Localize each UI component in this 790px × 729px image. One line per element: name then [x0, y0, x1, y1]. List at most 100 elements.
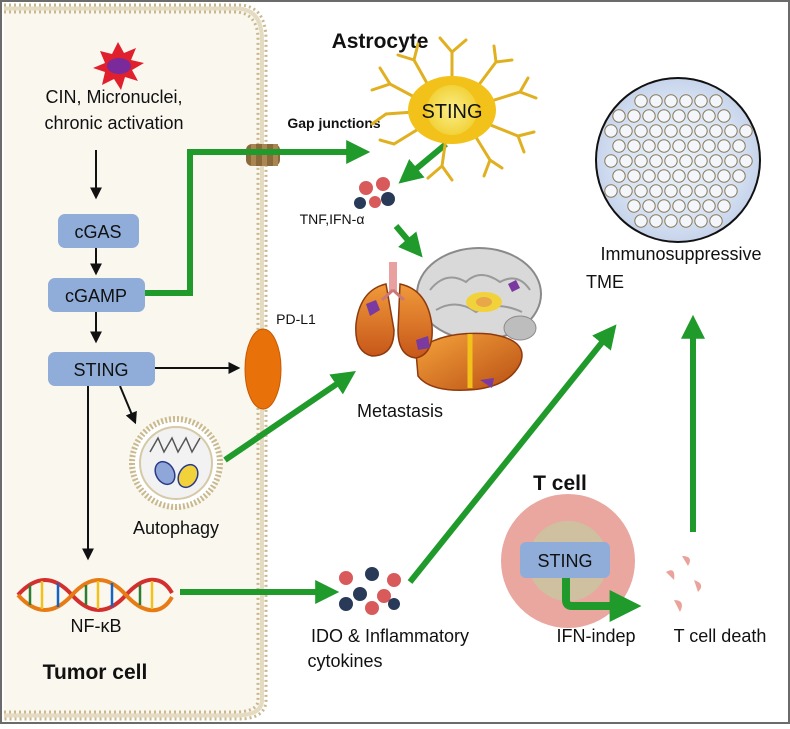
tme-cell [687, 109, 701, 123]
arrow-sting-to-autophagy [119, 385, 137, 425]
tme-cell [694, 214, 708, 228]
tme-cell [664, 94, 678, 108]
cytokine-cluster-ido [339, 567, 401, 615]
tme-cell [672, 169, 686, 183]
astrocyte-nucleus [427, 85, 477, 135]
tme-cell [702, 139, 716, 153]
tme-cell [634, 154, 648, 168]
tme-cell [664, 124, 678, 138]
tme-cell [694, 154, 708, 168]
tme-cell [642, 169, 656, 183]
tme-cell [634, 184, 648, 198]
tme-cell [694, 94, 708, 108]
astrocyte-cell-icon [370, 36, 538, 182]
tme-cell [702, 199, 716, 213]
tme-cell [619, 184, 633, 198]
sting-label: STING [73, 360, 128, 380]
tme-cell [709, 94, 723, 108]
tme-cell [717, 199, 731, 213]
tme-cell [627, 109, 641, 123]
tme-cell [709, 214, 723, 228]
tme-cell [634, 124, 648, 138]
tme-cell [649, 184, 663, 198]
tme-cell [679, 94, 693, 108]
tme-cell [724, 184, 738, 198]
tme-cell [634, 214, 648, 228]
sting-node: STING [48, 352, 155, 386]
tme-cell [709, 184, 723, 198]
tme-cell [724, 124, 738, 138]
tme-cell [642, 199, 656, 213]
metastasis-label: Metastasis [357, 401, 443, 421]
arrow-cytokines-to-metastasis [393, 224, 423, 258]
tme-cell [732, 169, 746, 183]
tme-cell [604, 154, 618, 168]
arrow-tcell-sting-to-death [562, 578, 642, 622]
tme-cell [679, 184, 693, 198]
tme-cell [627, 169, 641, 183]
cin-label-line1: CIN, Micronuclei, [45, 87, 182, 107]
arrow-cgamp-to-astrocyte [145, 140, 371, 296]
tme-cell [642, 109, 656, 123]
tme-cell [612, 109, 626, 123]
tme-cell [687, 169, 701, 183]
tme-label-line1: Immunosuppressive [600, 244, 761, 264]
tme-cell [687, 139, 701, 153]
arrow-ido-to-tme [407, 324, 617, 584]
tme-cell [679, 154, 693, 168]
tme-cell [664, 184, 678, 198]
ido-label-line2: cytokines [307, 651, 382, 671]
nfkb-label: NF-κB [71, 616, 122, 636]
tme-cell [619, 124, 633, 138]
cgas-node: cGAS [58, 214, 139, 248]
cgas-label: cGAS [74, 222, 121, 242]
tme-cell [679, 214, 693, 228]
tme-cell [612, 139, 626, 153]
cin-burst-icon [93, 42, 144, 90]
tme-cell [657, 199, 671, 213]
autophagy-label: Autophagy [133, 518, 219, 538]
tme-label-line2: TME [586, 272, 624, 292]
tme-cell [717, 109, 731, 123]
tme-cell [717, 169, 731, 183]
tumor-cell-title: Tumor cell [43, 661, 148, 684]
gap-junctions-label: Gap junctions [287, 115, 381, 131]
tme-cell [739, 124, 753, 138]
tme-cell [702, 169, 716, 183]
ifn-indep-label: IFN-indep [556, 626, 635, 646]
tcell-death-fragments-icon [666, 556, 702, 612]
tme-cell [687, 199, 701, 213]
arrow-astrocyte-to-cytokines [398, 141, 448, 184]
metastasis-organs-illustration [355, 247, 542, 391]
tme-cell [664, 214, 678, 228]
tme-cell [672, 199, 686, 213]
tcell-sting-node: STING [520, 542, 610, 578]
tme-cell [619, 154, 633, 168]
astrocyte-title: Astrocyte [332, 30, 429, 53]
cgamp-node: cGAMP [48, 278, 145, 312]
cin-label-line2: chronic activation [44, 113, 183, 133]
tme-cell [634, 94, 648, 108]
tme-cell [664, 154, 678, 168]
tme-cell [702, 109, 716, 123]
astrocyte-sting-label: STING [421, 101, 482, 123]
tme-cell [649, 94, 663, 108]
tme-cell [627, 139, 641, 153]
tme-cell [604, 124, 618, 138]
tme-cell [657, 169, 671, 183]
tme-cell [717, 139, 731, 153]
tme-cell [694, 124, 708, 138]
tme-cell [709, 124, 723, 138]
tnf-ifn-label: TNF,IFN-α [300, 211, 365, 227]
tme-cell [657, 109, 671, 123]
dna-helix-icon [16, 577, 174, 613]
tme-cell [649, 214, 663, 228]
tme-cell [672, 139, 686, 153]
tme-cell [679, 124, 693, 138]
tme-cell [732, 139, 746, 153]
tme-cell [709, 154, 723, 168]
arrow-autophagy-to-metastasis [223, 370, 356, 463]
autophagosome-icon [129, 416, 223, 510]
tme-cell [649, 124, 663, 138]
